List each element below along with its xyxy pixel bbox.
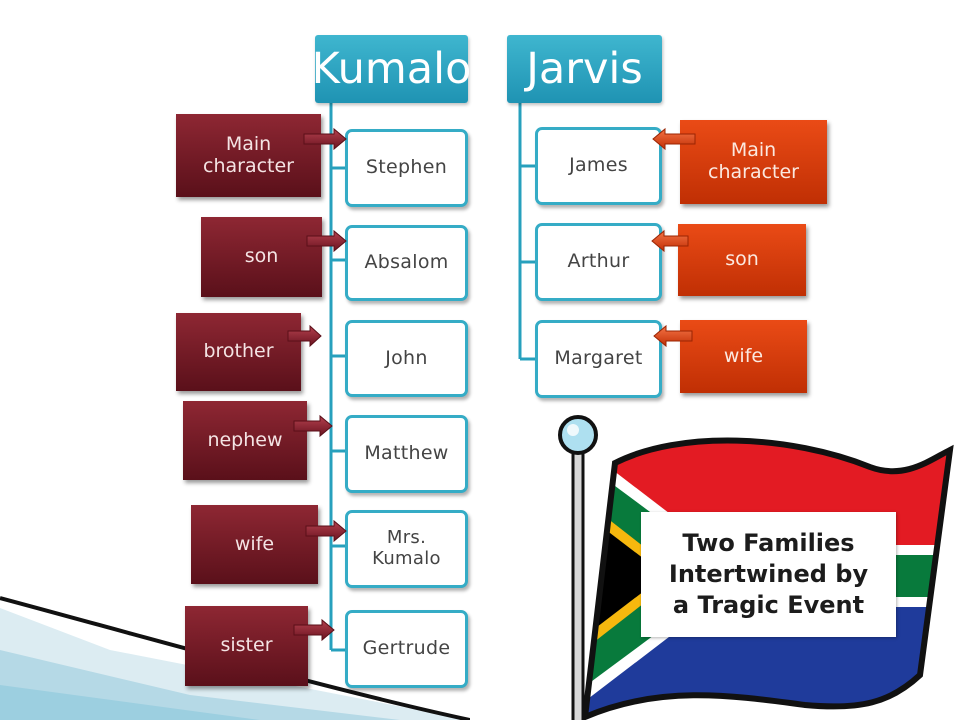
arrow-left-icon	[651, 229, 689, 253]
jarvis-header: Jarvis	[507, 35, 662, 103]
kumalo-role-john: brother	[176, 313, 301, 391]
arrow-right-icon	[293, 618, 335, 642]
kumalo-role-absalom: son	[201, 217, 322, 297]
caption-line-3: a Tragic Event	[672, 591, 865, 620]
arrow-right-icon	[293, 414, 333, 438]
arrow-left-icon	[653, 324, 693, 348]
caption-line-2: Intertwined by	[668, 559, 869, 588]
jarvis-role-james: Main character	[680, 120, 827, 204]
jarvis-member-arthur: Arthur	[535, 223, 662, 301]
arrow-right-icon	[306, 229, 347, 253]
kumalo-member-john: John	[345, 320, 468, 397]
kumalo-member-absalom: Absalom	[345, 225, 468, 301]
kumalo-role-matthew: nephew	[183, 401, 307, 480]
kumalo-member-gertrude: Gertrude	[345, 610, 468, 688]
kumalo-member-matthew: Matthew	[345, 415, 468, 493]
jarvis-member-margaret: Margaret	[535, 320, 662, 398]
kumalo-header: Kumalo	[312, 35, 471, 103]
flag-caption-box: Two Families Intertwined by a Tragic Eve…	[641, 512, 896, 637]
arrow-left-icon	[652, 127, 696, 151]
kumalo-role-gertrude: sister	[185, 606, 308, 686]
jarvis-role-margaret: wife	[680, 320, 807, 393]
jarvis-member-james: James	[535, 127, 662, 205]
arrow-right-icon	[305, 519, 347, 543]
arrow-right-icon	[303, 127, 347, 151]
kumalo-member-stephen: Stephen	[345, 129, 468, 207]
jarvis-role-arthur: son	[678, 224, 806, 296]
kumalo-role-mrs-kumalo: wife	[191, 505, 318, 584]
arrow-right-icon	[287, 324, 322, 348]
kumalo-role-stephen: Main character	[176, 114, 321, 197]
caption-line-1: Two Families	[682, 528, 855, 557]
kumalo-member-mrs-kumalo: Mrs. Kumalo	[345, 510, 468, 588]
